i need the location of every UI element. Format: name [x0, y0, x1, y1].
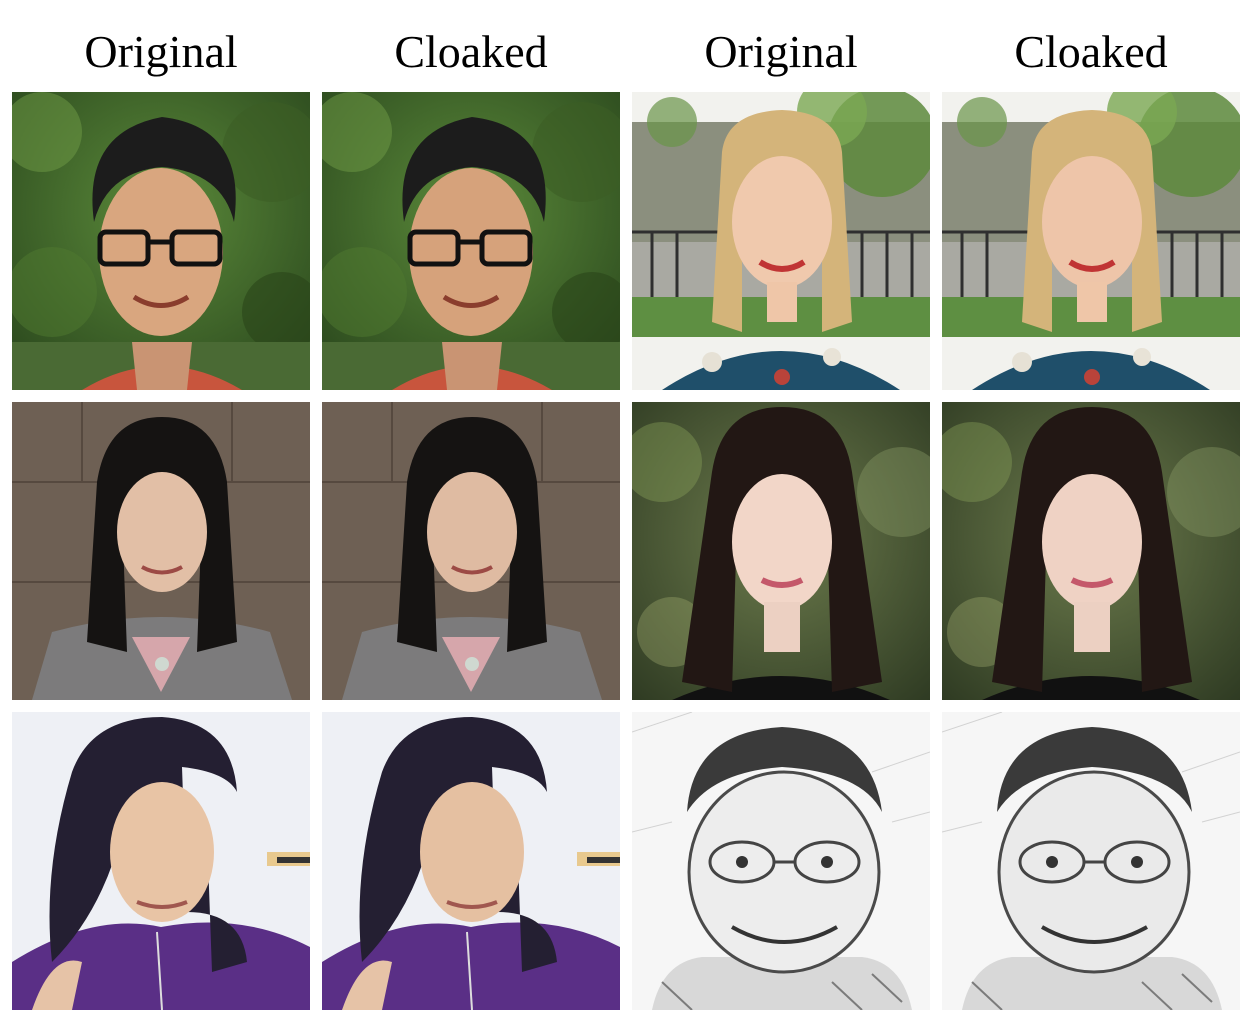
- photo-blonde-woman-original: [632, 92, 930, 390]
- column-label-original-2: Original: [704, 26, 858, 77]
- photo-blonde-woman-cloaked: [942, 92, 1240, 390]
- photo-woman-bob-original: [12, 712, 310, 1010]
- column-label-cloaked-1: Cloaked: [394, 26, 548, 77]
- column-header-row: Original Cloaked Original Cloaked: [0, 22, 1248, 82]
- photo-woman-stone-wall-original: [12, 402, 310, 700]
- photo-man-sketch-cloaked: [942, 712, 1240, 1010]
- photo-young-man-cloaked: [322, 92, 620, 390]
- photo-woman-stone-wall-cloaked: [322, 402, 620, 700]
- photo-woman-bokeh-cloaked: [942, 402, 1240, 700]
- photo-woman-bokeh-original: [632, 402, 930, 700]
- photo-man-sketch-original: [632, 712, 930, 1010]
- photo-young-man-original: [12, 92, 310, 390]
- column-label-original-1: Original: [84, 26, 238, 77]
- photo-woman-bob-cloaked: [322, 712, 620, 1010]
- column-label-cloaked-2: Cloaked: [1014, 26, 1168, 77]
